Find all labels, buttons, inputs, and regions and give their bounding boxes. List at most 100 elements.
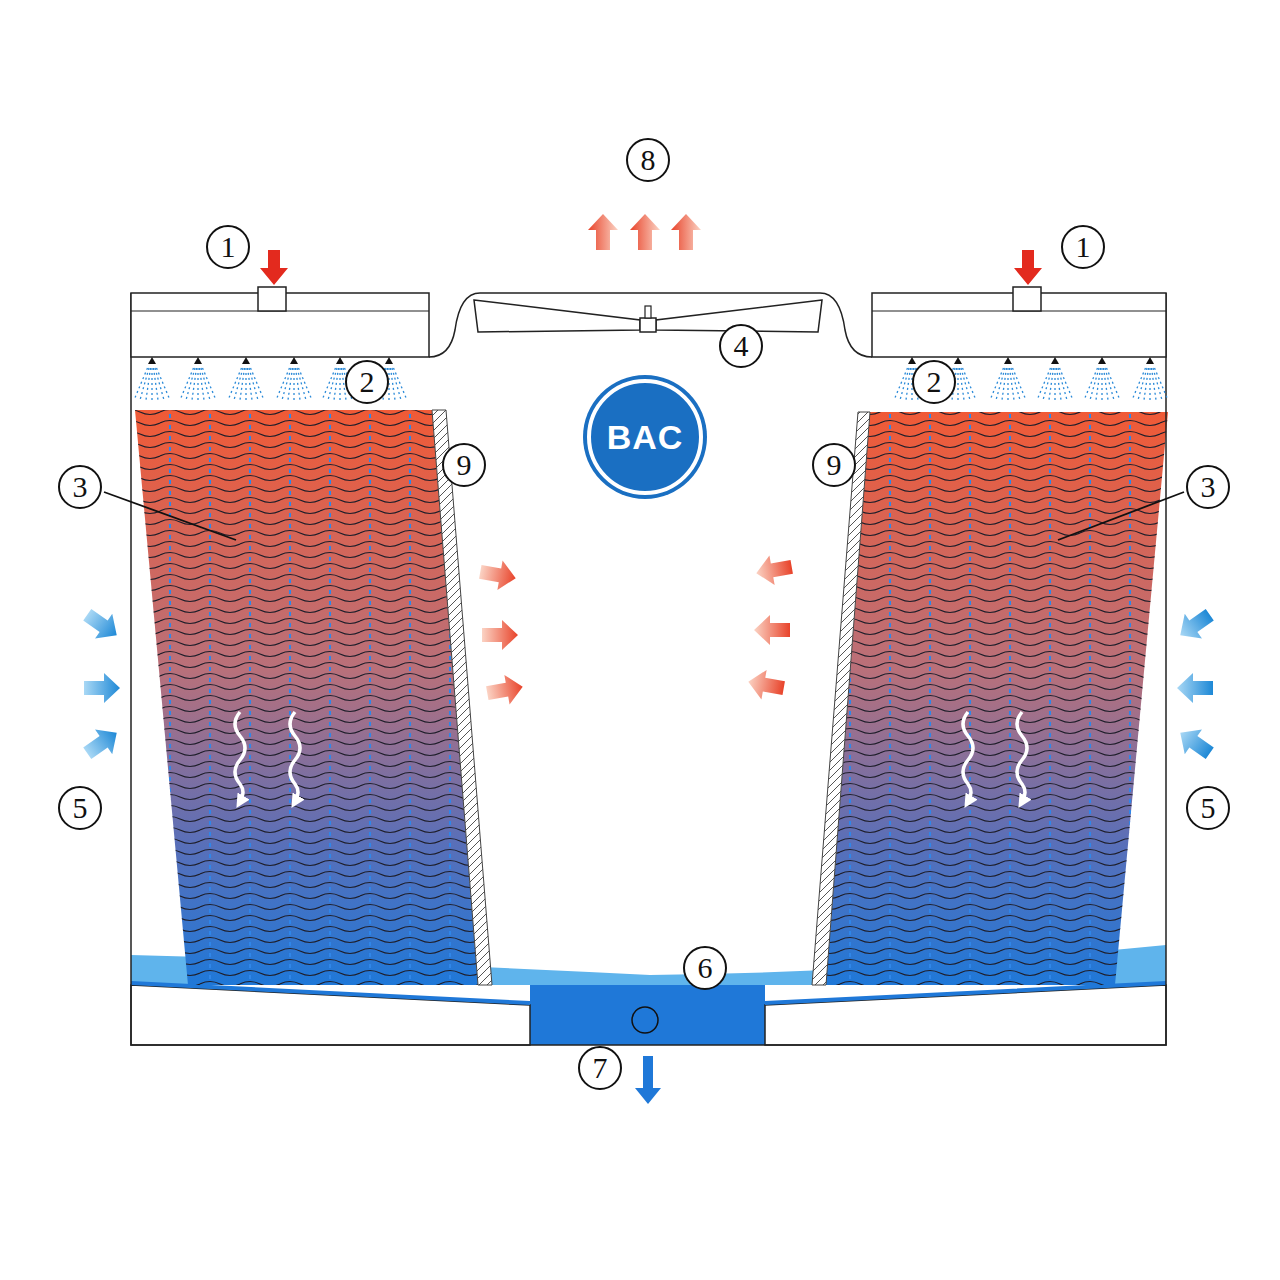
logo-text: BAC bbox=[607, 418, 684, 457]
callout-number: 4 bbox=[734, 331, 749, 361]
water-spray bbox=[1010, 368, 1015, 400]
callout-number: 2 bbox=[912, 360, 956, 404]
water-spray bbox=[322, 368, 336, 400]
spray-nozzle bbox=[1098, 357, 1106, 364]
callout-number: 7 bbox=[593, 1053, 608, 1083]
water-spray bbox=[1144, 368, 1149, 400]
callout-number: 2 bbox=[927, 367, 942, 397]
callout-number: 9 bbox=[827, 450, 842, 480]
water-spray bbox=[1037, 368, 1051, 400]
water-spray bbox=[1057, 368, 1062, 400]
spray-nozzle bbox=[148, 357, 156, 364]
callout-number: 3 bbox=[58, 465, 102, 509]
callout-number: 3 bbox=[1201, 472, 1216, 502]
callout-number: 1 bbox=[1061, 225, 1105, 269]
water-spray bbox=[990, 368, 1004, 400]
callout-number: 5 bbox=[1201, 793, 1216, 823]
water-spray bbox=[1155, 368, 1169, 400]
spray-nozzle bbox=[242, 357, 250, 364]
water-spray bbox=[297, 368, 306, 400]
water-spray bbox=[146, 368, 151, 400]
water-spray bbox=[1060, 368, 1074, 400]
spray-nozzle bbox=[1004, 357, 1012, 364]
water-spray bbox=[1049, 368, 1054, 400]
water-spray bbox=[1084, 368, 1098, 400]
water-spray bbox=[1101, 368, 1102, 400]
water-spray bbox=[157, 368, 171, 400]
water-spray bbox=[1153, 368, 1162, 400]
water-spray bbox=[1149, 368, 1150, 400]
water-spray bbox=[249, 368, 258, 400]
logo-badge: BAC bbox=[587, 379, 703, 495]
water-spray bbox=[963, 368, 977, 400]
water-spray bbox=[391, 368, 396, 400]
water-spray bbox=[251, 368, 265, 400]
water-spray bbox=[1058, 368, 1067, 400]
water-spray bbox=[957, 368, 958, 400]
water-spray bbox=[1002, 368, 1007, 400]
callout-number: 8 bbox=[626, 138, 670, 182]
spray-nozzle bbox=[954, 357, 962, 364]
water-spray bbox=[155, 368, 164, 400]
callout-number: 4 bbox=[719, 324, 763, 368]
water-spray bbox=[1107, 368, 1121, 400]
water-spray bbox=[1054, 368, 1055, 400]
water-spray bbox=[960, 368, 965, 400]
callout-number: 6 bbox=[698, 953, 713, 983]
callout-number: 9 bbox=[457, 450, 472, 480]
water-spray bbox=[299, 368, 313, 400]
spray-nozzle bbox=[1146, 357, 1154, 364]
callout-number: 2 bbox=[345, 360, 389, 404]
spray-nozzle bbox=[194, 357, 202, 364]
callout-number: 6 bbox=[683, 946, 727, 990]
water-spray bbox=[245, 368, 246, 400]
spray-nozzle bbox=[1051, 357, 1059, 364]
spray-nozzle bbox=[385, 357, 393, 364]
callout-number: 7 bbox=[578, 1046, 622, 1090]
water-spray bbox=[296, 368, 301, 400]
water-spray bbox=[1011, 368, 1020, 400]
water-spray bbox=[392, 368, 401, 400]
water-spray bbox=[1132, 368, 1146, 400]
callout-number: 8 bbox=[641, 145, 656, 175]
callout-number: 1 bbox=[1076, 232, 1091, 262]
callout-number: 5 bbox=[58, 786, 102, 830]
water-spray bbox=[201, 368, 210, 400]
water-spray bbox=[276, 368, 290, 400]
water-spray bbox=[906, 368, 911, 400]
water-spray bbox=[200, 368, 205, 400]
water-spray bbox=[248, 368, 253, 400]
callout-number: 3 bbox=[73, 472, 88, 502]
callout-number: 2 bbox=[360, 367, 375, 397]
water-spray bbox=[203, 368, 217, 400]
water-spray bbox=[228, 368, 242, 400]
water-spray bbox=[1007, 368, 1008, 400]
water-spray bbox=[240, 368, 245, 400]
water-spray bbox=[293, 368, 294, 400]
water-spray bbox=[134, 368, 148, 400]
callout-number: 1 bbox=[206, 225, 250, 269]
water-spray bbox=[288, 368, 293, 400]
spray-nozzle bbox=[336, 357, 344, 364]
spray-nozzle bbox=[290, 357, 298, 364]
callout-number: 1 bbox=[221, 232, 236, 262]
water-spray bbox=[339, 368, 340, 400]
spray-nozzle bbox=[908, 357, 916, 364]
water-spray bbox=[1096, 368, 1101, 400]
water-spray bbox=[151, 368, 152, 400]
water-spray bbox=[394, 368, 408, 400]
water-spray bbox=[197, 368, 198, 400]
water-spray bbox=[192, 368, 197, 400]
water-spray bbox=[180, 368, 194, 400]
water-spray bbox=[1104, 368, 1109, 400]
water-spray bbox=[1105, 368, 1114, 400]
callout-number: 3 bbox=[1186, 465, 1230, 509]
water-spray bbox=[894, 368, 908, 400]
water-spray bbox=[961, 368, 970, 400]
water-spray bbox=[334, 368, 339, 400]
callout-number: 9 bbox=[812, 443, 856, 487]
water-spray bbox=[1152, 368, 1157, 400]
water-spray bbox=[154, 368, 159, 400]
